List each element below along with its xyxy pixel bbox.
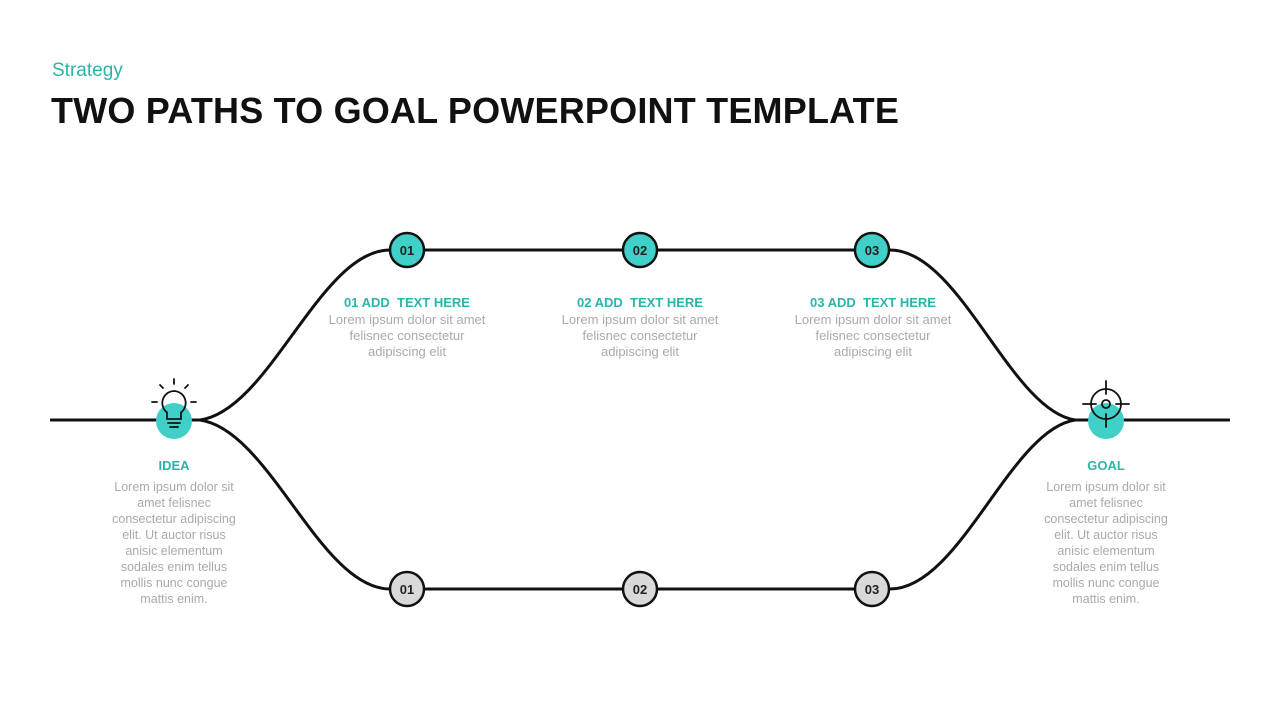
bottom-node-2: 02 bbox=[621, 570, 659, 608]
step-1-heading: 01 ADD TEXT HERE bbox=[344, 295, 470, 310]
idea-text: IDEA Lorem ipsum dolor sit amet felisnec… bbox=[99, 458, 249, 607]
step-1-text: 01 ADD TEXT HERE Lorem ipsum dolor sit a… bbox=[307, 295, 507, 360]
step-3-heading: 03 ADD TEXT HERE bbox=[810, 295, 936, 310]
target-icon bbox=[1082, 380, 1130, 428]
goal-text: GOAL Lorem ipsum dolor sit amet felisnec… bbox=[1031, 458, 1181, 607]
idea-body: Lorem ipsum dolor sit amet felisnec cons… bbox=[112, 480, 236, 606]
bottom-node-3-label: 03 bbox=[865, 582, 879, 597]
idea-heading: IDEA bbox=[158, 458, 190, 473]
bottom-node-2-label: 02 bbox=[633, 582, 647, 597]
step-2-body: Lorem ipsum dolor sit amet felisnec cons… bbox=[561, 312, 719, 359]
top-node-3-label: 03 bbox=[865, 243, 879, 258]
top-node-2-label: 02 bbox=[633, 243, 647, 258]
step-3-text: 03 ADD TEXT HERE Lorem ipsum dolor sit a… bbox=[773, 295, 973, 360]
goal-heading: GOAL bbox=[1087, 458, 1125, 473]
top-node-1-label: 01 bbox=[400, 243, 414, 258]
goal-body: Lorem ipsum dolor sit amet felisnec cons… bbox=[1044, 480, 1168, 606]
page-title: TWO PATHS TO GOAL POWERPOINT TEMPLATE bbox=[51, 90, 900, 131]
top-node-3: 03 bbox=[853, 231, 891, 269]
step-2-text: 02 ADD TEXT HERE Lorem ipsum dolor sit a… bbox=[540, 295, 740, 360]
lightbulb-icon bbox=[151, 378, 197, 428]
page-subtitle: Strategy bbox=[52, 60, 123, 81]
top-node-2: 02 bbox=[621, 231, 659, 269]
top-node-1: 01 bbox=[388, 231, 426, 269]
step-3-body: Lorem ipsum dolor sit amet felisnec cons… bbox=[794, 312, 952, 359]
bottom-node-3: 03 bbox=[853, 570, 891, 608]
idea-accent-circle bbox=[156, 403, 192, 439]
bottom-node-1-label: 01 bbox=[400, 582, 414, 597]
step-1-body: Lorem ipsum dolor sit amet felisnec cons… bbox=[328, 312, 486, 359]
bottom-node-1: 01 bbox=[388, 570, 426, 608]
bottom-path-line bbox=[199, 418, 1076, 591]
step-2-heading: 02 ADD TEXT HERE bbox=[577, 295, 703, 310]
